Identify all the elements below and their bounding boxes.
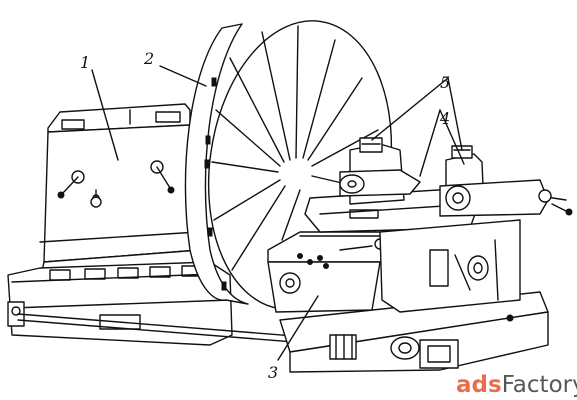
callout-2: 2: [143, 49, 154, 68]
base-slots: [49, 265, 203, 281]
callout-4: 4: [439, 109, 450, 128]
headstock: [39, 103, 206, 281]
callout-1: 1: [80, 53, 90, 72]
callout-5: 5: [440, 73, 450, 92]
bed: [17, 291, 549, 373]
watermark-suffix: Factory: [502, 372, 577, 398]
callout-leaders: [91, 65, 465, 361]
faceplate-slots: [211, 25, 379, 271]
callout-3: 3: [268, 363, 278, 382]
headstock-levers: [57, 160, 175, 208]
watermark: adsFactory: [456, 372, 577, 398]
carriage: [267, 231, 411, 313]
cross-slide: [304, 187, 521, 313]
tool-posts: [339, 137, 573, 217]
svg-text:adsFactory: adsFactory: [456, 372, 577, 398]
watermark-prefix: ads: [456, 372, 502, 398]
